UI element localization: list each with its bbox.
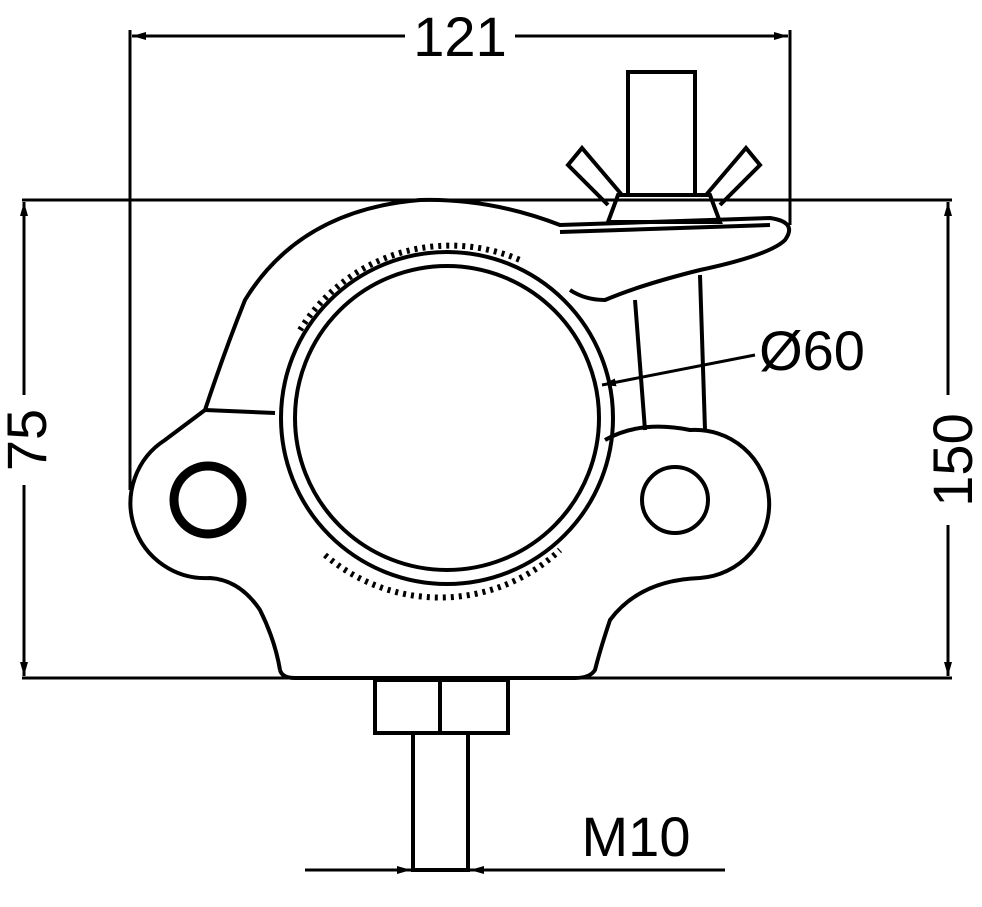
dimension-diameter: Ø60 xyxy=(601,319,865,387)
dimension-diameter-label: Ø60 xyxy=(759,319,865,382)
left-mounting-hole xyxy=(169,461,247,539)
wing-nut-bolt xyxy=(565,70,763,431)
serration-bottom xyxy=(323,547,563,601)
dimension-bolt-label: M10 xyxy=(582,805,691,868)
dimension-height-left-label: 75 xyxy=(0,409,58,471)
bottom-bolt xyxy=(373,678,510,872)
dimension-height-left: 75 xyxy=(0,202,58,676)
serration-top xyxy=(297,242,522,332)
dimension-width-label: 121 xyxy=(413,5,506,68)
right-mounting-hole xyxy=(640,465,710,535)
tube-outer-ring xyxy=(279,250,615,586)
dimension-bolt: M10 xyxy=(305,805,725,874)
dimension-width: 121 xyxy=(128,5,792,490)
clamp-body xyxy=(128,197,791,680)
tube-inner-circle xyxy=(293,264,601,572)
dimension-height-right-label: 150 xyxy=(921,413,982,506)
dimension-height-right: 150 xyxy=(921,202,982,676)
